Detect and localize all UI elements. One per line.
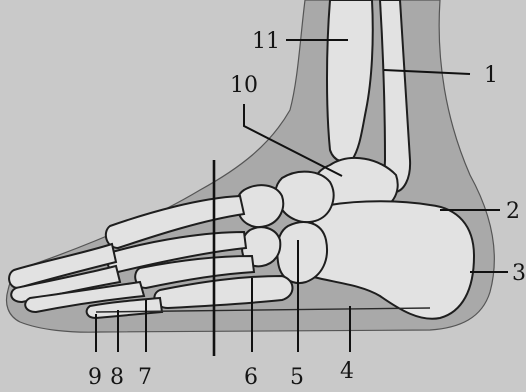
cuneiform-bone-1 [237,185,283,227]
label-11: 11 [252,29,280,54]
label-4: 4 [340,359,354,384]
label-2: 2 [506,199,520,224]
label-7: 7 [138,365,152,388]
label-3: 3 [512,261,526,286]
cuboid-bone [277,222,327,283]
label-1: 1 [484,63,498,88]
label-10: 10 [230,73,258,98]
label-8: 8 [110,365,124,388]
label-5: 5 [290,365,304,388]
label-9: 9 [88,365,102,388]
label-6: 6 [244,365,258,388]
